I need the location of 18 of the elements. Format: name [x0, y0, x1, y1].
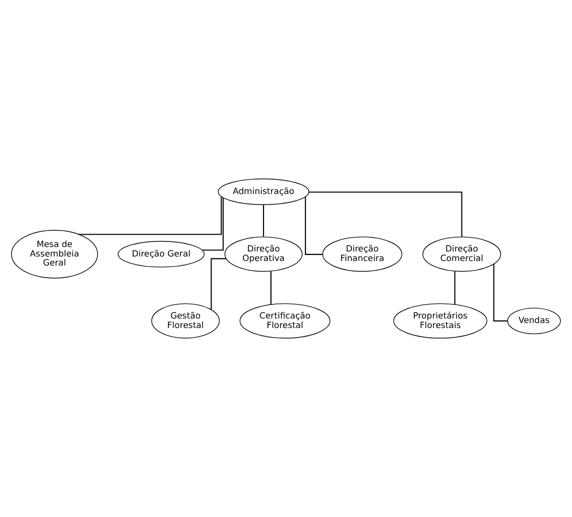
node-ellipse: Vendas — [507, 308, 561, 334]
connector — [304, 196, 323, 255]
node-ellipse: Proprietários Florestais — [393, 303, 488, 339]
connector — [309, 192, 462, 237]
node-ellipse: Direção Geral — [118, 240, 205, 268]
connector — [78, 196, 222, 235]
node-ellipse: Direção Comercial — [422, 236, 502, 272]
node-ellipse: Direção Financeira — [322, 236, 402, 272]
connector — [454, 271, 456, 304]
node-ellipse: Gestão Florestal — [151, 303, 220, 339]
connector — [202, 198, 224, 251]
node-ellipse: Mesa de Assembleia Geral — [11, 230, 98, 278]
node-ellipse: Administração — [218, 178, 310, 205]
connector — [262, 204, 264, 237]
node-ellipse: Certificação Florestal — [240, 303, 330, 339]
node-ellipse: Direção Operativa — [224, 236, 302, 272]
connector — [210, 258, 226, 310]
connector — [270, 271, 272, 304]
